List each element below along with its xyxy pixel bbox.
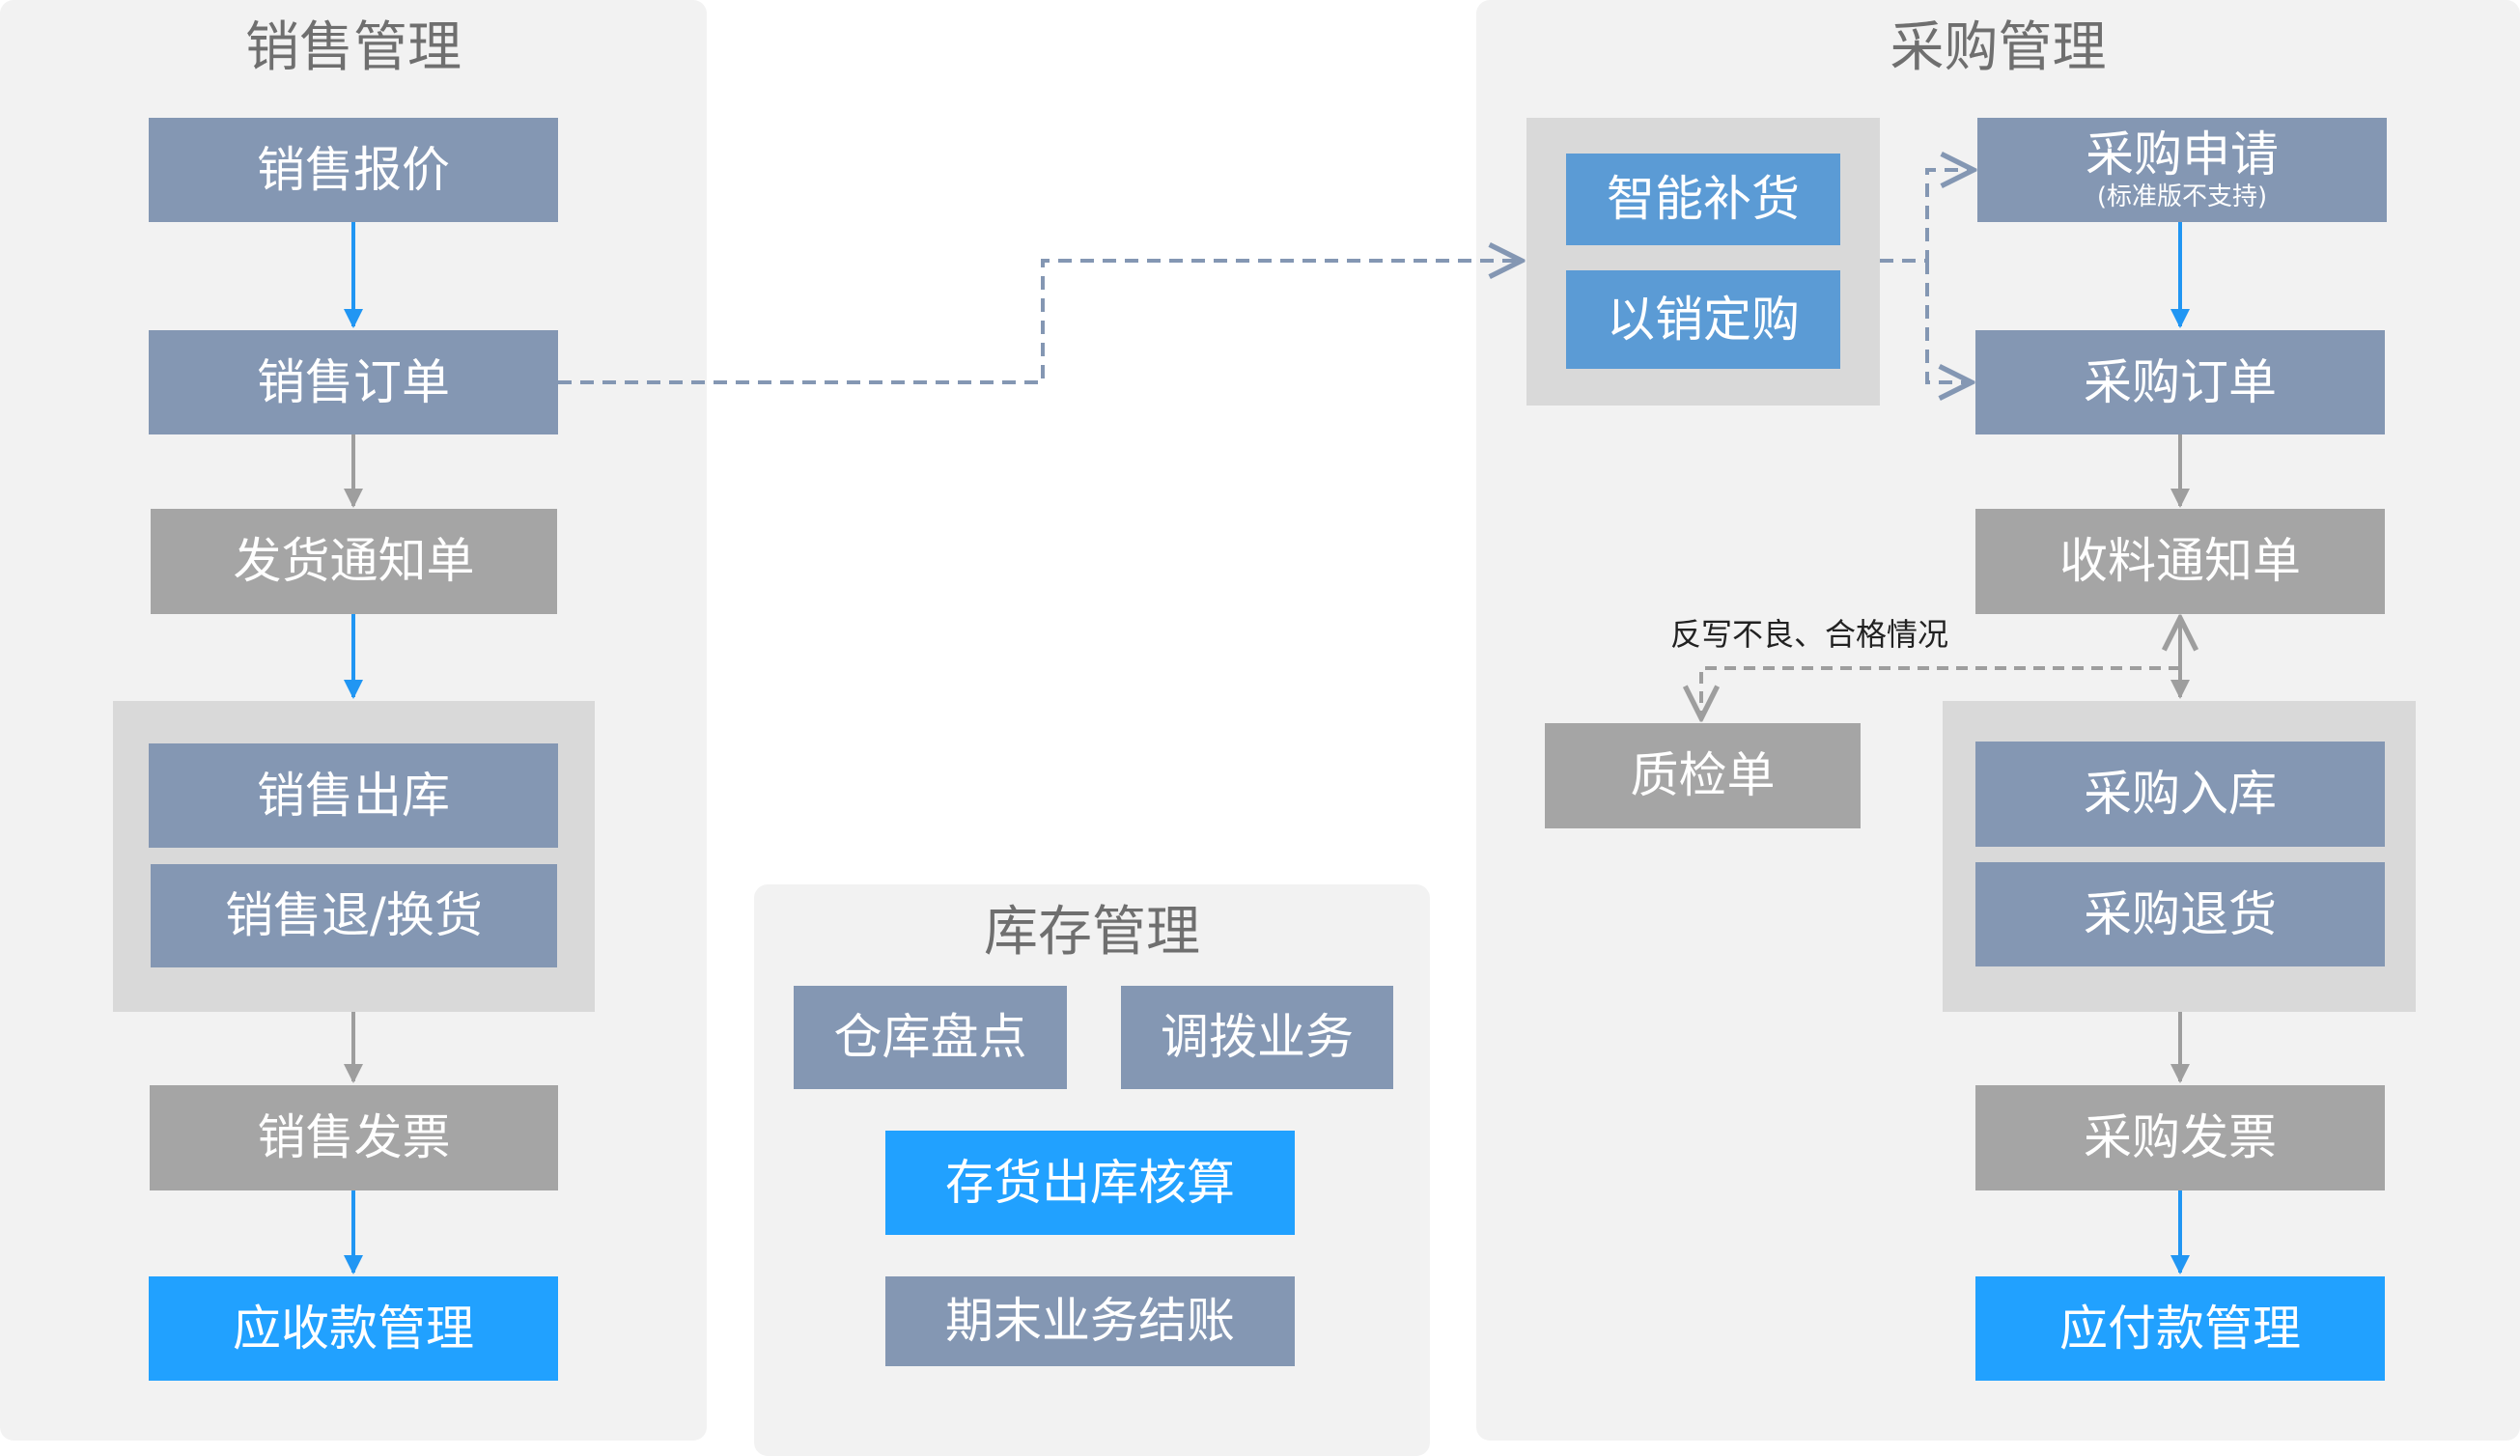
stocktake-label: 仓库盘点 xyxy=(833,1009,1027,1065)
sales-invoice-box[interactable]: 销售发票 xyxy=(150,1085,558,1190)
delivery-notice-label: 发货通知单 xyxy=(233,533,475,589)
dashed-replenish-to-request xyxy=(1880,170,1974,263)
purchase-return-label: 采购退货 xyxy=(2084,885,2277,942)
receivable-label: 应收款管理 xyxy=(233,1300,474,1357)
costing-label: 存货出库核算 xyxy=(945,1154,1235,1211)
smart-replenish-label: 智能补货 xyxy=(1607,171,1800,227)
sales-outbound-label: 销售出库 xyxy=(257,767,450,824)
receipt-notice-box[interactable]: 收料通知单 xyxy=(1975,509,2385,614)
feedback-note: 反写不良、合格情况 xyxy=(1670,616,1949,653)
delivery-notice-box[interactable]: 发货通知单 xyxy=(151,509,557,614)
sales-order-label: 销售订单 xyxy=(257,353,450,410)
sales-return-exchange-label: 销售退/换货 xyxy=(225,887,483,943)
stocktake-box[interactable]: 仓库盘点 xyxy=(794,986,1067,1089)
sales-order-box[interactable]: 销售订单 xyxy=(149,330,558,434)
sales-invoice-label: 销售发票 xyxy=(257,1109,451,1165)
purchase-order-box[interactable]: 采购订单 xyxy=(1975,330,2385,434)
dashed-order-to-replenish xyxy=(558,261,1522,384)
purchase-request-label: 采购申请 xyxy=(2086,126,2279,183)
receipt-notice-label: 收料通知单 xyxy=(2059,533,2301,589)
purchase-request-note: (标准版不支持) xyxy=(2096,182,2268,212)
sales-quote-label: 销售报价 xyxy=(257,141,450,198)
purchase-panel-title: 采购管理 xyxy=(1890,16,2107,79)
sales-quote-box[interactable]: 销售报价 xyxy=(149,118,558,222)
receivable-box[interactable]: 应收款管理 xyxy=(149,1276,558,1381)
purchase-invoice-box[interactable]: 采购发票 xyxy=(1975,1085,2385,1190)
sales-outbound-box[interactable]: 销售出库 xyxy=(149,743,558,848)
dashed-replenish-to-order xyxy=(1925,261,1972,382)
purchase-inbound-box[interactable]: 采购入库 xyxy=(1975,742,2385,847)
period-close-label: 期末业务结账 xyxy=(945,1293,1235,1349)
payable-box[interactable]: 应付款管理 xyxy=(1975,1276,2385,1381)
dashed-receipt-to-inspection xyxy=(1701,666,2180,718)
sales-return-exchange-box[interactable]: 销售退/换货 xyxy=(151,864,557,967)
smart-replenish-box[interactable]: 智能补货 xyxy=(1566,154,1840,245)
purchase-invoice-label: 采购发票 xyxy=(2084,1109,2277,1165)
transfer-label: 调拨业务 xyxy=(1161,1009,1354,1065)
sales-panel-title: 销售管理 xyxy=(245,16,462,79)
purchase-request-box[interactable]: 采购申请(标准版不支持) xyxy=(1977,118,2387,222)
period-close-box[interactable]: 期末业务结账 xyxy=(885,1276,1295,1366)
sales-driven-label: 以销定购 xyxy=(1607,291,1800,348)
inspection-label: 质检单 xyxy=(1630,747,1776,803)
sales-driven-box[interactable]: 以销定购 xyxy=(1566,270,1840,369)
payable-label: 应付款管理 xyxy=(2059,1300,2301,1357)
purchase-inbound-label: 采购入库 xyxy=(2084,766,2277,822)
inventory-panel-title: 库存管理 xyxy=(984,901,1200,964)
transfer-box[interactable]: 调拨业务 xyxy=(1121,986,1393,1089)
purchase-return-box[interactable]: 采购退货 xyxy=(1975,862,2385,966)
costing-box[interactable]: 存货出库核算 xyxy=(885,1131,1295,1235)
inspection-box[interactable]: 质检单 xyxy=(1545,723,1861,828)
purchase-order-label: 采购订单 xyxy=(2084,353,2277,410)
